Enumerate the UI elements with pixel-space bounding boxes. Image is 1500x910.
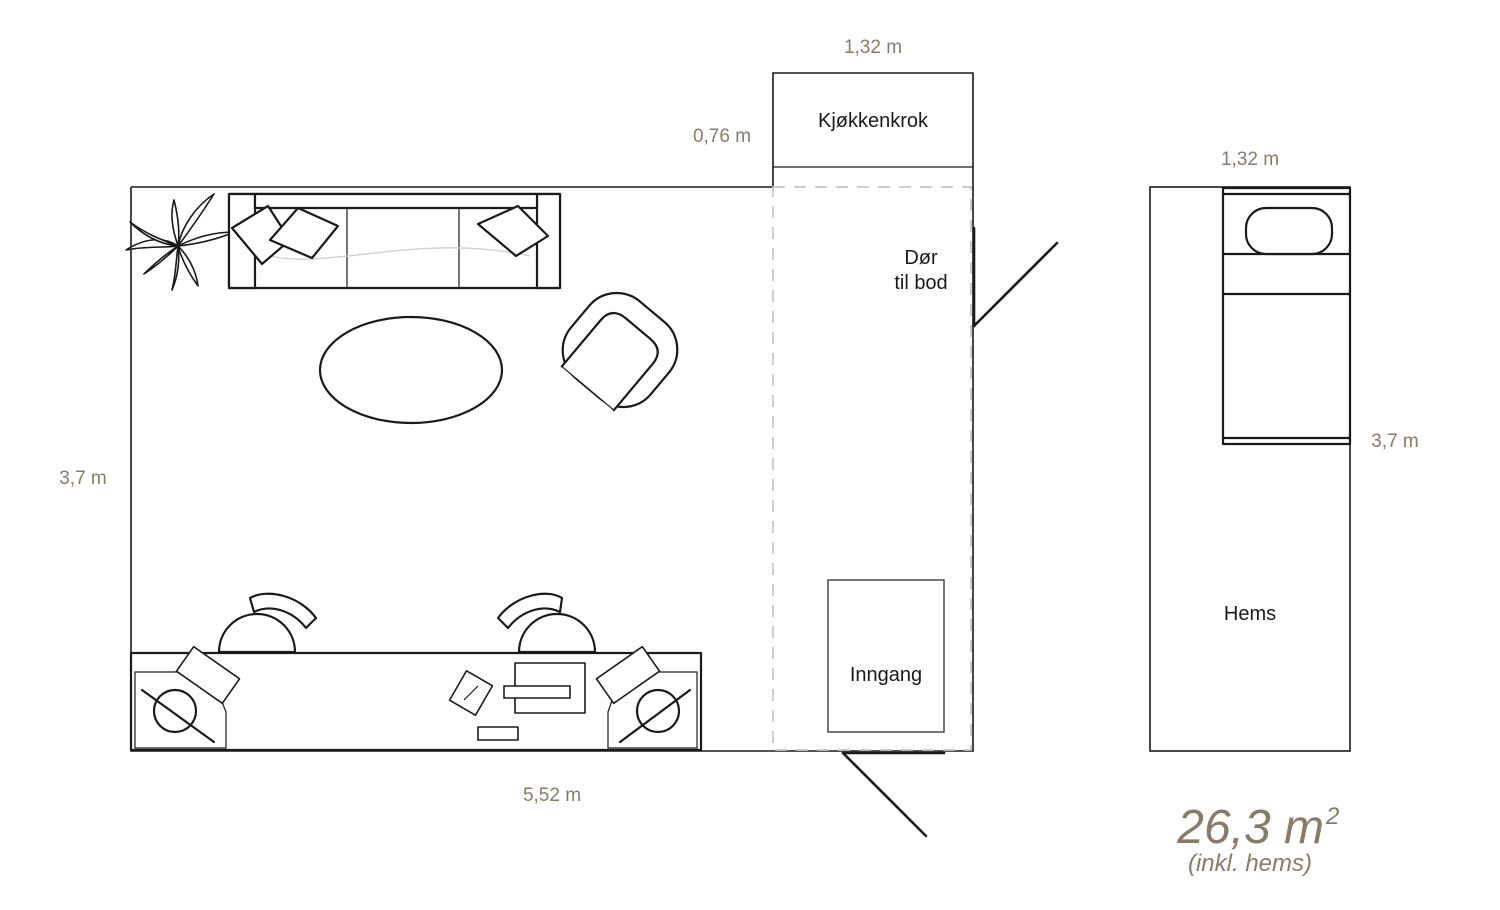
- door-swing-icon: [841, 751, 946, 838]
- keyboard-icon: [503, 685, 571, 699]
- kitchen-label: Kjøkkenkrok: [818, 110, 929, 132]
- kitchen-depth-label: 0,76 m: [693, 126, 751, 147]
- total-area: 26,3 m: [1176, 801, 1324, 854]
- total-area-superscript: 2: [1325, 803, 1339, 830]
- pen-icon: [463, 685, 479, 701]
- loft-width-label: 1,32 m: [1221, 149, 1279, 170]
- armchair-icon: [560, 291, 679, 412]
- laptop-icon: [595, 645, 661, 705]
- sofa-icon: [227, 192, 562, 290]
- cushion-icon: [476, 204, 550, 258]
- phone-icon: [477, 726, 519, 741]
- main-width-label: 5,52 m: [523, 785, 581, 806]
- main-height-label: 3,7 m: [59, 468, 107, 489]
- storage-door-label-line1: Dør: [904, 247, 938, 269]
- bed-icon: [1221, 186, 1352, 446]
- office-chair-icon: [217, 592, 318, 654]
- loft-label: Hems: [1224, 603, 1276, 625]
- kitchen-width-label: 1,32 m: [844, 37, 902, 58]
- entrance-mat: [827, 579, 945, 733]
- lamp-icon: [140, 688, 216, 744]
- laptop-icon: [175, 645, 241, 705]
- pillow-icon: [1244, 206, 1334, 256]
- coffee-table-icon: [318, 315, 504, 425]
- plant-icon: [125, 193, 235, 291]
- total-area-note: (inkl. hems): [1188, 850, 1312, 877]
- entrance-label: Inngang: [850, 664, 922, 686]
- loft-height-label: 3,7 m: [1371, 431, 1419, 452]
- door-swing-icon: [972, 226, 1059, 328]
- entrance-zone: [772, 186, 972, 751]
- lamp-icon: [618, 688, 692, 744]
- storage-door-label-line2: til bod: [894, 272, 947, 294]
- office-chair-icon: [496, 592, 597, 654]
- cushion-icon: [268, 206, 340, 260]
